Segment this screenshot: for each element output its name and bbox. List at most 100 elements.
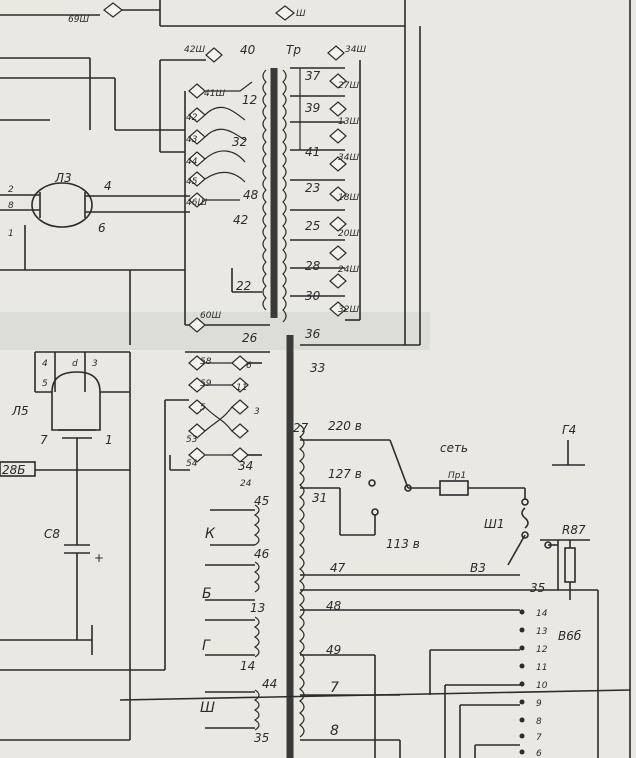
svg-text:В3: В3 [470,561,486,575]
svg-text:27Ш: 27Ш [338,81,359,91]
svg-text:Ш: Ш [200,700,215,716]
svg-text:220 в: 220 в [328,419,362,433]
svg-text:32Ш: 32Ш [338,305,359,315]
svg-text:34Ш: 34Ш [338,153,359,163]
svg-text:В6б: В6б [558,629,582,643]
svg-text:25: 25 [305,219,320,233]
svg-text:54: 54 [186,459,198,469]
switch-block-upper: 41Ш 42 43 44 45 46Ш 12 32 48 42 [186,81,259,227]
switch-label-1: 41Ш [204,89,225,99]
paper-fold [0,312,430,350]
label-36: 36 [305,327,321,341]
svg-text:7: 7 [40,433,48,447]
svg-text:31: 31 [312,491,327,505]
switch-contacts-v6: 14 13 12 11 10 9 8 7 6 [519,609,548,758]
svg-text:5: 5 [42,379,48,389]
svg-text:14: 14 [240,659,255,673]
tube-l5: Л5 4 d 3 5 7 1 [11,351,131,458]
svg-text:Г: Г [202,638,211,654]
svg-text:Пр1: Пр1 [448,471,466,481]
svg-text:41: 41 [305,145,320,159]
svg-text:9: 9 [536,699,542,709]
svg-text:Б: Б [202,586,212,602]
svg-text:45: 45 [254,494,269,508]
svg-text:7: 7 [330,680,339,696]
svg-text:39: 39 [305,101,320,115]
mains-section: 27 220 в Пр1 сеть Ш1 127 в 31 113 в Г4 В… [293,419,590,738]
svg-text:Ш1: Ш1 [484,517,504,531]
resistor-r87 [564,547,576,583]
svg-text:8: 8 [536,717,542,727]
switch-right-label-1: 12 [242,93,257,107]
switch-label-3: 43 [186,135,198,145]
svg-text:113 в: 113 в [386,537,420,551]
plug-sh1 [521,507,529,529]
svg-text:127 в: 127 в [328,467,362,481]
svg-text:27: 27 [293,421,309,435]
top-left-connector: 69Ш [68,2,123,25]
svg-text:8: 8 [330,723,339,739]
svg-text:1: 1 [8,229,14,239]
svg-text:13: 13 [250,601,265,615]
switch-label-6: 46Ш [186,198,207,208]
fuse-pr1 [439,480,469,496]
svg-text:53: 53 [186,435,198,445]
svg-text:1: 1 [105,433,113,447]
svg-text:59: 59 [200,379,212,389]
label-22: 22 [236,279,251,293]
svg-text:46: 46 [254,547,270,561]
coils-lower-left: 45 К 46 Б 13 Г 14 44 Ш 35 [200,494,277,745]
svg-text:47: 47 [330,561,346,575]
svg-text:24Ш: 24Ш [338,265,359,275]
svg-text:7: 7 [536,733,542,743]
svg-text:4: 4 [42,359,48,369]
svg-text:58: 58 [200,357,212,367]
svg-text:35: 35 [254,731,269,745]
svg-text:28Б: 28Б [2,463,26,477]
transformer-tap-block: 37 27Ш 39 13Ш 41 34Ш 23 18Ш 25 20Ш 28 24… [290,60,361,341]
svg-text:20Ш: 20Ш [338,229,359,239]
svg-text:12: 12 [536,645,548,655]
svg-text:6: 6 [536,749,542,758]
label-60: 60Ш [200,311,221,321]
label-26: 26 [242,331,258,345]
svg-text:10: 10 [536,681,548,691]
switch-right-label-2: 32 [232,135,247,149]
svg-text:d: d [72,359,78,369]
tube-l3: Л3 2 8 1 4 6 [0,171,190,239]
switch-contact [205,47,223,63]
label-top-center: Ш [296,9,306,19]
svg-text:11: 11 [536,663,547,673]
switch-label-4: 44 [186,157,198,167]
svg-text:13Ш: 13Ш [338,117,359,127]
svg-text:Г4: Г4 [562,423,576,437]
svg-text:44: 44 [262,677,277,691]
svg-text:28: 28 [305,259,321,273]
svg-text:6: 6 [246,361,252,371]
transformer-winding-right [282,69,287,323]
label-33: 33 [310,361,325,375]
switch-label-5: 45 [186,177,198,187]
svg-text:3: 3 [254,407,260,417]
svg-text:30: 30 [305,289,321,303]
svg-text:С8: С8 [44,527,60,541]
svg-text:11: 11 [236,383,247,393]
svg-text:13: 13 [536,627,548,637]
label-42-top: 42Ш [184,45,205,55]
svg-text:К: К [205,526,216,542]
switch-right-label-3: 48 [243,188,259,202]
tube-l5-name: Л5 [11,404,29,418]
svg-text:18Ш: 18Ш [338,193,359,203]
svg-text:6: 6 [98,221,106,235]
svg-text:2: 2 [8,185,14,195]
resistor-28b [0,461,36,477]
svg-text:34: 34 [238,459,253,473]
svg-text:сеть: сеть [440,441,468,455]
svg-text:23: 23 [305,181,320,195]
svg-text:R87: R87 [562,523,586,537]
capacitor-c8: С8 + [44,527,104,565]
svg-text:14: 14 [536,609,548,619]
svg-text:+: + [94,551,104,565]
svg-text:5: 5 [200,403,206,413]
label-34-top: 34Ш [345,45,366,55]
